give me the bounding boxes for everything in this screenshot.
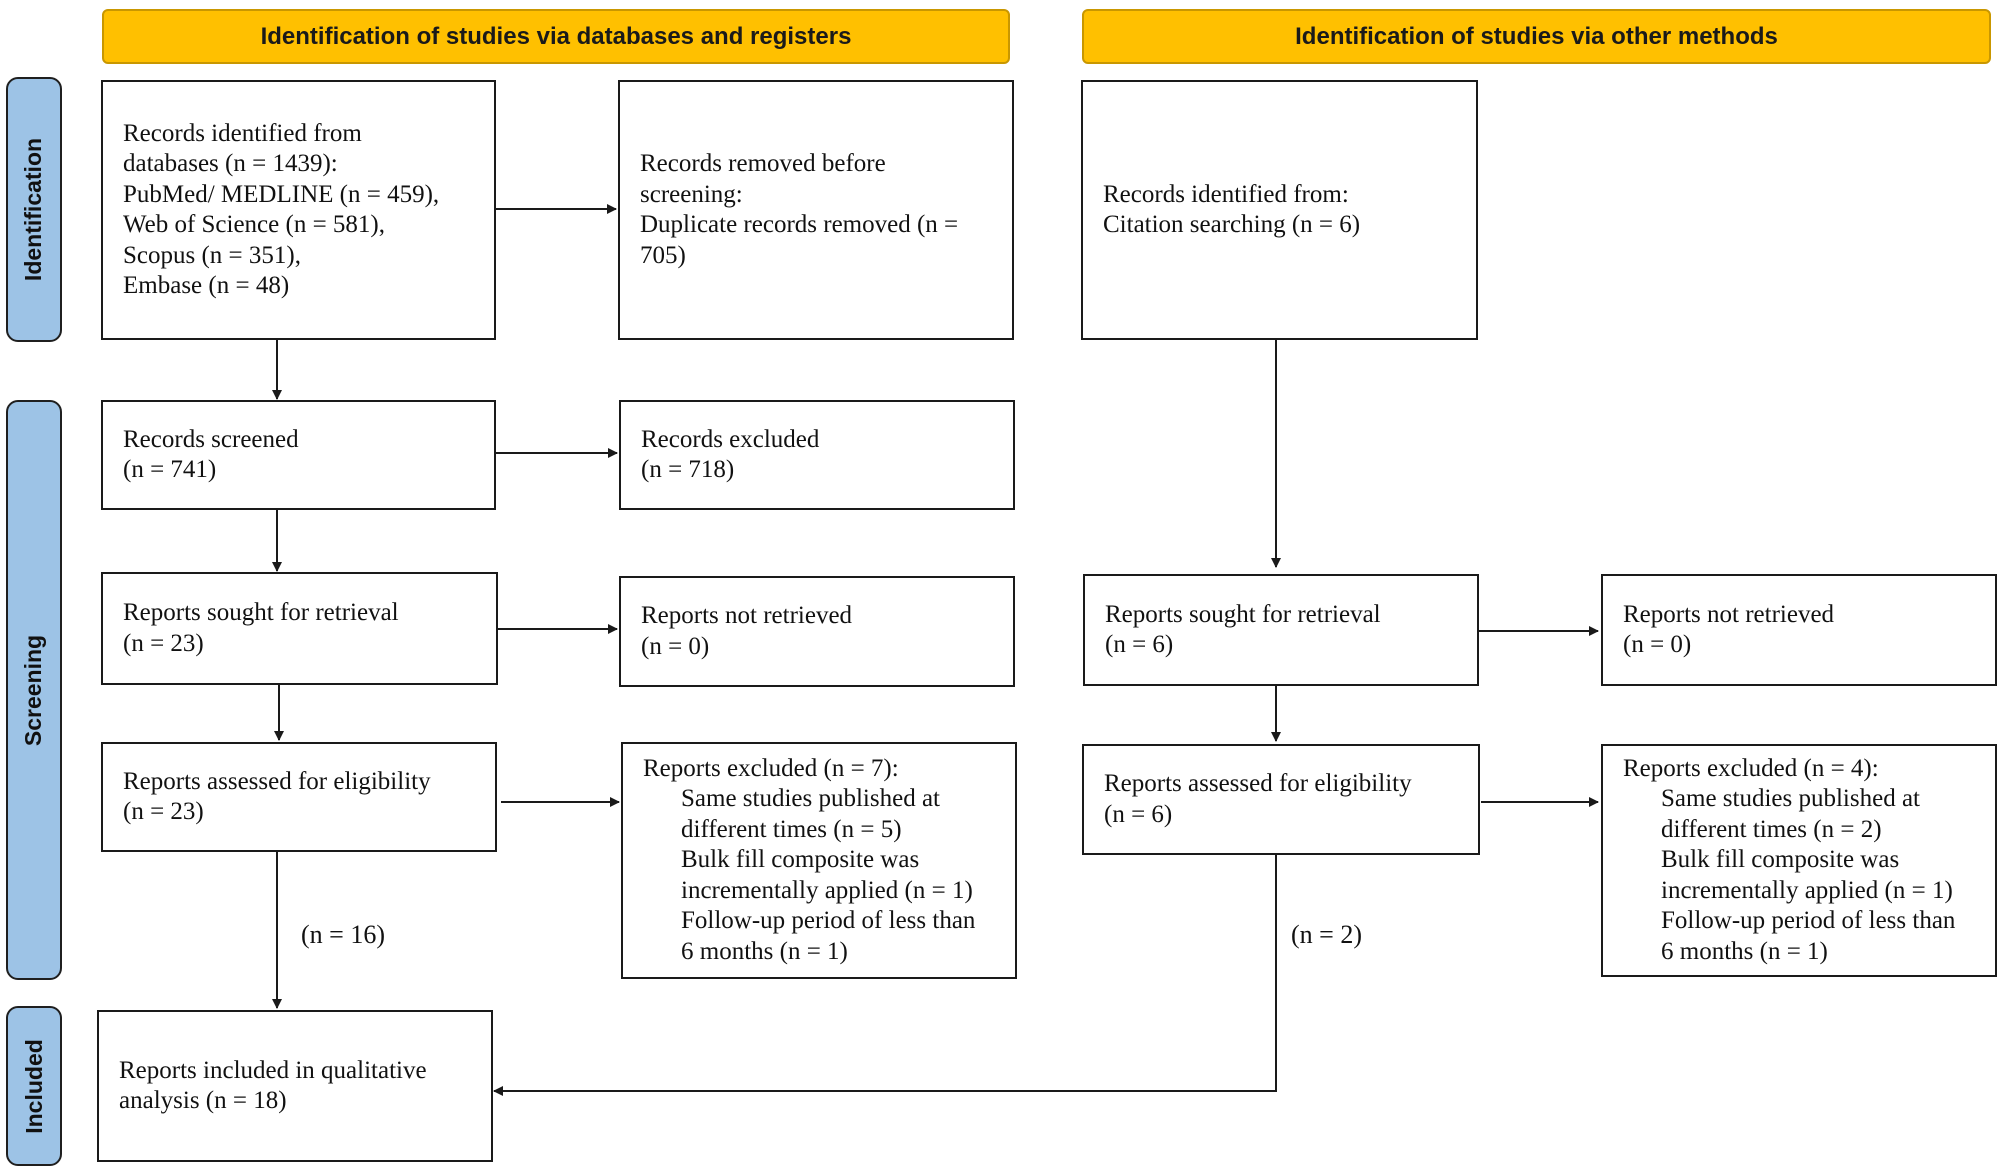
exclusion-reason: incrementally applied (n = 1) [1661, 876, 1953, 904]
exclusion-reason: Bulk fill composite was [1661, 846, 1900, 874]
stage-included-label: Included [20, 1038, 47, 1134]
box-line: Records identified from: [1103, 180, 1349, 208]
exclusion-reason: Same studies published at [681, 785, 940, 813]
box-line: Scopus (n = 351), [123, 241, 301, 269]
count-label-right: (n = 2) [1291, 920, 1362, 949]
box-line: Records removed before [640, 150, 886, 177]
exclusion-reason: Follow-up period of less than [1661, 907, 1956, 935]
other-reports-excluded-box: Reports excluded (n = 4): Same studies p… [1601, 744, 1997, 977]
records-identified-box: Records identified from databases (n = 1… [101, 80, 496, 340]
exclusion-reason: Bulk fill composite was [681, 846, 920, 874]
box-line: Records excluded [641, 425, 820, 453]
exclusion-reason: incrementally applied (n = 1) [681, 876, 973, 904]
reports-assessed-box: Reports assessed for eligibility (n = 23… [101, 742, 497, 852]
box-line: Reports not retrieved [1623, 600, 1835, 628]
box-line: (n = 0) [1623, 631, 1692, 658]
arrow-other-assessed-to-included [493, 855, 1277, 1096]
box-line: (n = 718) [641, 456, 735, 483]
records-screened-box: Records screened (n = 741) [101, 400, 496, 510]
box-line: databases (n = 1439): [123, 150, 338, 177]
box-line: Citation searching (n = 6) [1103, 211, 1361, 238]
box-line: (n = 23) [123, 798, 204, 825]
box-line: Reports not retrieved [641, 602, 853, 629]
reports-sought-box: Reports sought for retrieval (n = 23) [101, 572, 498, 685]
box-line: Web of Science (n = 581), [123, 211, 385, 238]
header-other-methods: Identification of studies via other meth… [1082, 9, 1991, 64]
other-reports-not-retrieved-box: Reports not retrieved (n = 0) [1601, 574, 1997, 686]
box-line: Reports assessed for eligibility [123, 767, 431, 795]
exclusion-reason: Follow-up period of less than [681, 907, 976, 935]
stage-screening: Screening [6, 400, 62, 980]
stage-included: Included [6, 1006, 62, 1166]
box-line: Reports sought for retrieval [123, 599, 399, 626]
exclusion-reason: Same studies published at [1661, 785, 1920, 813]
box-line: Reports excluded (n = 4): [1623, 754, 1879, 782]
exclusion-reason: 6 months (n = 1) [681, 937, 848, 965]
records-excluded-box: Records excluded (n = 718) [619, 400, 1015, 510]
box-line: (n = 0) [641, 632, 710, 660]
other-records-identified-box: Records identified from: Citation search… [1081, 80, 1478, 340]
exclusion-reason: 6 months (n = 1) [1661, 937, 1828, 965]
box-line: Reports included in qualitative [119, 1056, 427, 1084]
reports-excluded-box: Reports excluded (n = 7): Same studies p… [621, 742, 1017, 979]
box-line: Records screened [123, 425, 299, 453]
reports-included-box: Reports included in qualitative analysis… [97, 1010, 493, 1162]
other-reports-sought-box: Reports sought for retrieval (n = 6) [1083, 574, 1479, 686]
stage-screening-label: Screening [20, 634, 47, 746]
other-reports-assessed-box: Reports assessed for eligibility (n = 6) [1082, 744, 1480, 855]
box-line: Duplicate records removed (n = [640, 211, 959, 238]
exclusion-reason: different times (n = 5) [681, 815, 902, 843]
box-line: screening: [640, 180, 743, 208]
reports-not-retrieved-box: Reports not retrieved (n = 0) [619, 576, 1015, 687]
box-line: Records identified from [123, 119, 362, 147]
box-line: Reports assessed for eligibility [1104, 770, 1412, 797]
records-removed-box: Records removed before screening: Duplic… [618, 80, 1014, 340]
box-line: PubMed/ MEDLINE (n = 459), [123, 180, 440, 208]
box-line: analysis (n = 18) [119, 1087, 287, 1114]
header-databases: Identification of studies via databases … [102, 9, 1010, 64]
box-line: Reports sought for retrieval [1105, 600, 1381, 628]
box-line: Reports excluded (n = 7): [643, 754, 899, 782]
count-label-left: (n = 16) [301, 920, 385, 949]
box-line: Embase (n = 48) [123, 272, 290, 299]
box-line: (n = 741) [123, 456, 217, 483]
stage-identification-label: Identification [20, 137, 47, 282]
box-line: 705) [640, 241, 686, 269]
box-line: (n = 6) [1105, 631, 1174, 658]
box-line: (n = 23) [123, 629, 204, 657]
stage-identification: Identification [6, 77, 62, 342]
box-line: (n = 6) [1104, 800, 1173, 828]
exclusion-reason: different times (n = 2) [1661, 815, 1882, 843]
